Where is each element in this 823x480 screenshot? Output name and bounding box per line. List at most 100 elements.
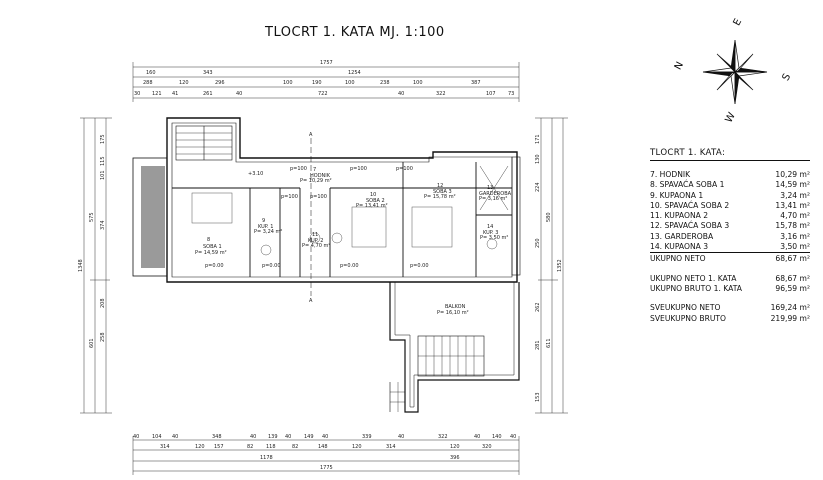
svg-text:p=0.00: p=0.00 [205, 263, 224, 269]
svg-text:322: 322 [436, 91, 446, 97]
svg-text:p=0.00: p=0.00 [410, 263, 429, 269]
dim-bottom-row1: 40 104 40 348 40 139 40 149 40 339 40 32… [133, 434, 516, 440]
svg-text:288: 288 [143, 80, 153, 86]
svg-text:BALKON: BALKON [445, 304, 466, 310]
svg-text:148: 148 [318, 444, 328, 450]
svg-text:374: 374 [100, 220, 106, 230]
svg-text:322: 322 [438, 434, 448, 440]
svg-text:11: 11 [312, 232, 318, 238]
svg-text:118: 118 [266, 444, 276, 450]
svg-text:153: 153 [535, 392, 541, 402]
right-dimension-lines [535, 117, 568, 414]
svg-text:p=0.00: p=0.00 [262, 263, 281, 269]
svg-text:40: 40 [285, 434, 291, 440]
svg-text:SOBA 1: SOBA 1 [203, 244, 222, 250]
opening-labels: p=100 p=100 p=100 p=100 p=100 p=0.00 p=0… [205, 166, 429, 269]
svg-text:343: 343 [203, 70, 213, 76]
svg-text:262: 262 [535, 302, 541, 312]
svg-text:130: 130 [535, 154, 541, 164]
svg-text:P= 15,78 m²: P= 15,78 m² [424, 194, 456, 200]
svg-text:250: 250 [535, 238, 541, 248]
dim-left-inner: 175 115 101 374 208 258 [100, 134, 106, 342]
svg-text:190: 190 [312, 80, 322, 86]
svg-text:120: 120 [179, 80, 189, 86]
svg-text:40: 40 [172, 434, 178, 440]
legend-separator [650, 252, 810, 254]
svg-text:P= 14,59 m²: P= 14,59 m² [195, 250, 227, 256]
dim-bottom-row3: 1178 396 [260, 455, 460, 461]
svg-text:40: 40 [398, 91, 404, 97]
svg-text:160: 160 [146, 70, 156, 76]
svg-text:314: 314 [160, 444, 170, 450]
svg-text:9: 9 [262, 218, 265, 224]
section-mark-top: A [309, 132, 313, 138]
svg-text:SOBA 2: SOBA 2 [366, 198, 385, 204]
svg-text:120: 120 [195, 444, 205, 450]
svg-text:P= 4,70 m²: P= 4,70 m² [302, 243, 330, 249]
svg-text:p=100: p=100 [290, 166, 307, 172]
svg-text:208: 208 [100, 298, 106, 308]
dim-left-mid-1: 575 [89, 212, 95, 222]
dim-bottom-row2: 314 120 157 82 118 82 148 120 314 120 32… [160, 444, 492, 450]
dim-top-row2: 160 343 1254 [146, 70, 361, 76]
svg-text:p=100: p=100 [310, 194, 327, 200]
legend-title: TLOCRT 1. KATA: [650, 148, 726, 158]
svg-text:p=100: p=100 [281, 194, 298, 200]
drawing-title: TLOCRT 1. KATA MJ. 1:100 [264, 25, 445, 40]
svg-text:82: 82 [292, 444, 298, 450]
svg-text:104: 104 [152, 434, 162, 440]
room-kupaona2: 11 KUP. 2 P= 4,70 m² [302, 232, 330, 249]
svg-text:175: 175 [100, 134, 106, 144]
svg-text:224: 224 [535, 182, 541, 192]
svg-text:120: 120 [450, 444, 460, 450]
svg-text:339: 339 [362, 434, 372, 440]
svg-text:120: 120 [352, 444, 362, 450]
svg-text:238: 238 [380, 80, 390, 86]
svg-text:281: 281 [535, 340, 541, 350]
room-hodnik: 7 HODNIK P= 10,29 m² [300, 167, 332, 184]
svg-text:41: 41 [172, 91, 178, 97]
svg-text:320: 320 [482, 444, 492, 450]
room-soba3: 12 SOBA 3 P= 15,78 m² [424, 183, 456, 200]
dim-right-mid-1: 580 [546, 212, 552, 222]
svg-text:149: 149 [304, 434, 314, 440]
svg-text:121: 121 [152, 91, 162, 97]
svg-text:SOBA 3: SOBA 3 [433, 189, 452, 195]
top-dimension-lines [132, 62, 520, 102]
svg-text:157: 157 [214, 444, 224, 450]
svg-text:82: 82 [247, 444, 253, 450]
furniture-hints [191, 192, 498, 256]
svg-text:p=100: p=100 [350, 166, 367, 172]
dim-top-overall: 1757 [320, 60, 333, 66]
svg-text:100: 100 [345, 80, 355, 86]
svg-text:p=0.00: p=0.00 [340, 263, 359, 269]
svg-text:HODNIK: HODNIK [310, 173, 331, 179]
svg-text:261: 261 [203, 91, 213, 97]
svg-text:8: 8 [207, 237, 210, 243]
svg-text:30: 30 [134, 91, 140, 97]
left-dimension-lines [80, 117, 112, 414]
section-mark-bottom: A [309, 298, 313, 304]
dim-bottom-overall: 1775 [320, 465, 333, 471]
svg-text:387: 387 [471, 80, 481, 86]
svg-text:139: 139 [268, 434, 278, 440]
svg-text:P= 10,29 m²: P= 10,29 m² [300, 178, 332, 184]
svg-text:40: 40 [474, 434, 480, 440]
svg-text:P= 3,50 m²: P= 3,50 m² [480, 235, 508, 241]
svg-text:7: 7 [313, 167, 316, 173]
svg-text:1178: 1178 [260, 455, 273, 461]
svg-text:P= 13,41 m²: P= 13,41 m² [356, 203, 388, 209]
level-marker: +3.10 [248, 171, 263, 177]
svg-text:396: 396 [450, 455, 460, 461]
room-soba1: 8 SOBA 1 P= 14,59 m² [195, 237, 227, 256]
